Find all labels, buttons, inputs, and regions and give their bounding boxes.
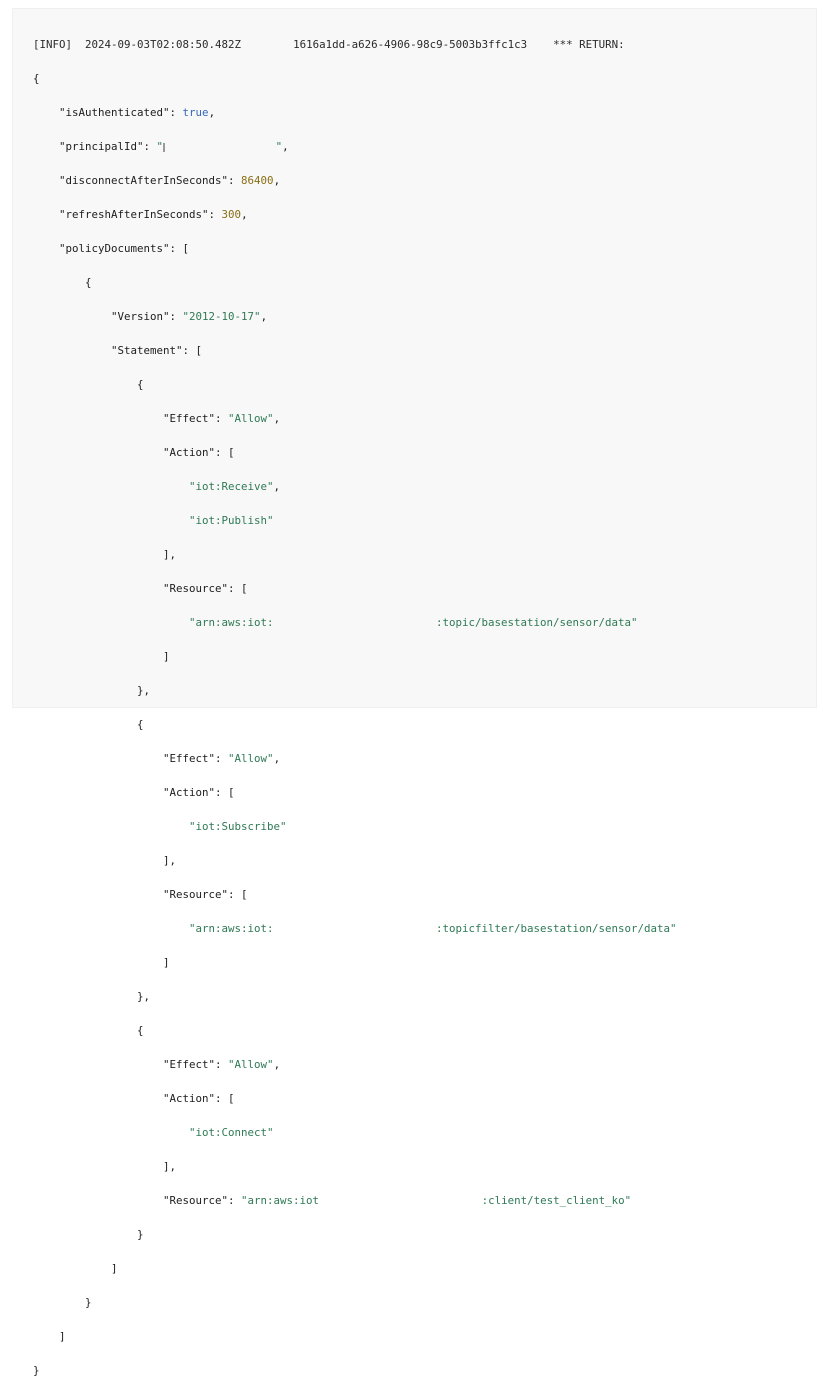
json-line: "isAuthenticated": true, bbox=[59, 106, 216, 119]
json-key: "policyDocuments" bbox=[59, 242, 170, 255]
json-string: "arn:aws:iot: bbox=[189, 922, 274, 935]
json-string: "Allow" bbox=[228, 752, 274, 765]
json-key: "Resource" bbox=[163, 1194, 229, 1207]
json-line: "Statement": [ bbox=[111, 344, 203, 357]
json-line: ] bbox=[163, 650, 170, 663]
json-line: "Effect": "Allow", bbox=[163, 412, 281, 425]
json-string: "Allow" bbox=[228, 1058, 274, 1071]
json-line: "policyDocuments": [ bbox=[59, 242, 190, 255]
json-key: "Effect" bbox=[163, 752, 216, 765]
json-key: "Action" bbox=[163, 446, 216, 459]
json-string: "iot:Receive" bbox=[189, 480, 274, 493]
json-line: ], bbox=[163, 548, 177, 561]
json-line: "iot:Publish" bbox=[33, 512, 677, 529]
json-key: "Action" bbox=[163, 1092, 216, 1105]
json-key: "Effect" bbox=[163, 412, 216, 425]
json-line: "iot:Connect" bbox=[33, 1124, 677, 1141]
redaction-mark bbox=[163, 142, 166, 152]
json-line: ], bbox=[163, 854, 177, 867]
log-output: [INFO] 2024-09-03T02:08:50.482Z 1616a1dd… bbox=[33, 19, 677, 1396]
json-line: "Action": [ bbox=[163, 786, 235, 799]
json-line: ] bbox=[59, 1330, 66, 1343]
json-line: "Resource": [ bbox=[163, 888, 248, 901]
json-string: "arn:aws:iot: bbox=[189, 616, 274, 629]
json-key: "principalId" bbox=[59, 140, 144, 153]
json-line: "disconnectAfterInSeconds": 86400, bbox=[59, 174, 281, 187]
json-line: { bbox=[85, 276, 92, 289]
json-string: "iot:Subscribe" bbox=[189, 820, 287, 833]
json-string: "arn:aws:iot bbox=[241, 1194, 320, 1207]
json-line: { bbox=[137, 1024, 144, 1037]
json-key: "Version" bbox=[111, 310, 170, 323]
json-line: "arn:aws:iot: :topic/basestation/sensor/… bbox=[33, 614, 677, 631]
json-line: } bbox=[85, 1296, 92, 1309]
json-key: "refreshAfterInSeconds" bbox=[59, 208, 209, 221]
json-key: "disconnectAfterInSeconds" bbox=[59, 174, 229, 187]
json-line: "iot:Receive", bbox=[189, 480, 281, 493]
json-line: ] bbox=[111, 1262, 118, 1275]
json-key: "Resource" bbox=[163, 582, 229, 595]
request-id: 1616a1dd-a626-4906-98c9-5003b3ffc1c3 bbox=[293, 38, 528, 51]
json-line: "Version": "2012-10-17", bbox=[111, 310, 268, 323]
log-level: [INFO] bbox=[33, 38, 73, 51]
json-line: "refreshAfterInSeconds": 300, bbox=[59, 208, 248, 221]
json-line: "arn:aws:iot: :topicfilter/basestation/s… bbox=[33, 920, 677, 937]
json-number: 86400 bbox=[241, 174, 274, 187]
json-number: 300 bbox=[221, 208, 242, 221]
json-string: "Allow" bbox=[228, 412, 274, 425]
json-key: "Action" bbox=[163, 786, 216, 799]
json-string: " bbox=[156, 140, 164, 153]
json-key: "isAuthenticated" bbox=[59, 106, 170, 119]
json-line: { bbox=[137, 378, 144, 391]
json-line: "principalId": " ", bbox=[59, 140, 289, 153]
json-line: "Action": [ bbox=[163, 446, 235, 459]
json-string: :topic/basestation/sensor/data" bbox=[436, 616, 638, 629]
json-line: } bbox=[137, 1228, 144, 1241]
json-line: }, bbox=[137, 990, 151, 1003]
json-line: ] bbox=[163, 956, 170, 969]
json-line: "Effect": "Allow", bbox=[163, 1058, 281, 1071]
json-string: :client/test_client_ko" bbox=[481, 1194, 632, 1207]
log-header-line: [INFO] 2024-09-03T02:08:50.482Z 1616a1dd… bbox=[33, 36, 677, 53]
log-message: *** RETURN: bbox=[553, 38, 625, 51]
json-string: :topicfilter/basestation/sensor/data" bbox=[436, 922, 677, 935]
json-string: "iot:Publish" bbox=[189, 514, 274, 527]
json-string: "iot:Connect" bbox=[189, 1126, 274, 1139]
json-line: } bbox=[33, 1364, 40, 1377]
json-line: { bbox=[33, 72, 40, 85]
json-key: "Effect" bbox=[163, 1058, 216, 1071]
json-line: "Resource": [ bbox=[163, 582, 248, 595]
log-timestamp: 2024-09-03T02:08:50.482Z bbox=[85, 38, 242, 51]
json-string: " bbox=[275, 140, 283, 153]
json-key: "Statement" bbox=[111, 344, 183, 357]
json-line: ], bbox=[163, 1160, 177, 1173]
json-key: "Resource" bbox=[163, 888, 229, 901]
json-line: "Resource": "arn:aws:iot :client/test_cl… bbox=[163, 1194, 632, 1207]
json-line: "Action": [ bbox=[163, 1092, 235, 1105]
json-boolean: true bbox=[182, 106, 209, 119]
json-line: "Effect": "Allow", bbox=[163, 752, 281, 765]
json-string: "2012-10-17" bbox=[182, 310, 261, 323]
json-line: }, bbox=[137, 684, 151, 697]
json-line: "iot:Subscribe" bbox=[33, 818, 677, 835]
log-panel: [INFO] 2024-09-03T02:08:50.482Z 1616a1dd… bbox=[12, 8, 817, 1377]
